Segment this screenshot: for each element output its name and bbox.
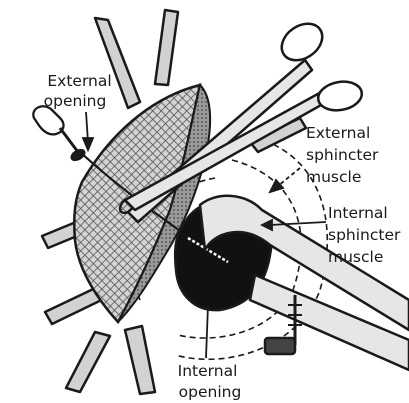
label-external-opening: External opening xyxy=(44,72,117,110)
label-internal-opening: Internal opening xyxy=(178,362,243,401)
label-internal-sphincter: Internal sphincter muscle xyxy=(328,204,405,266)
probe-handle-icon xyxy=(33,106,86,162)
label-external-sphincter: External sphincter muscle xyxy=(306,124,383,186)
